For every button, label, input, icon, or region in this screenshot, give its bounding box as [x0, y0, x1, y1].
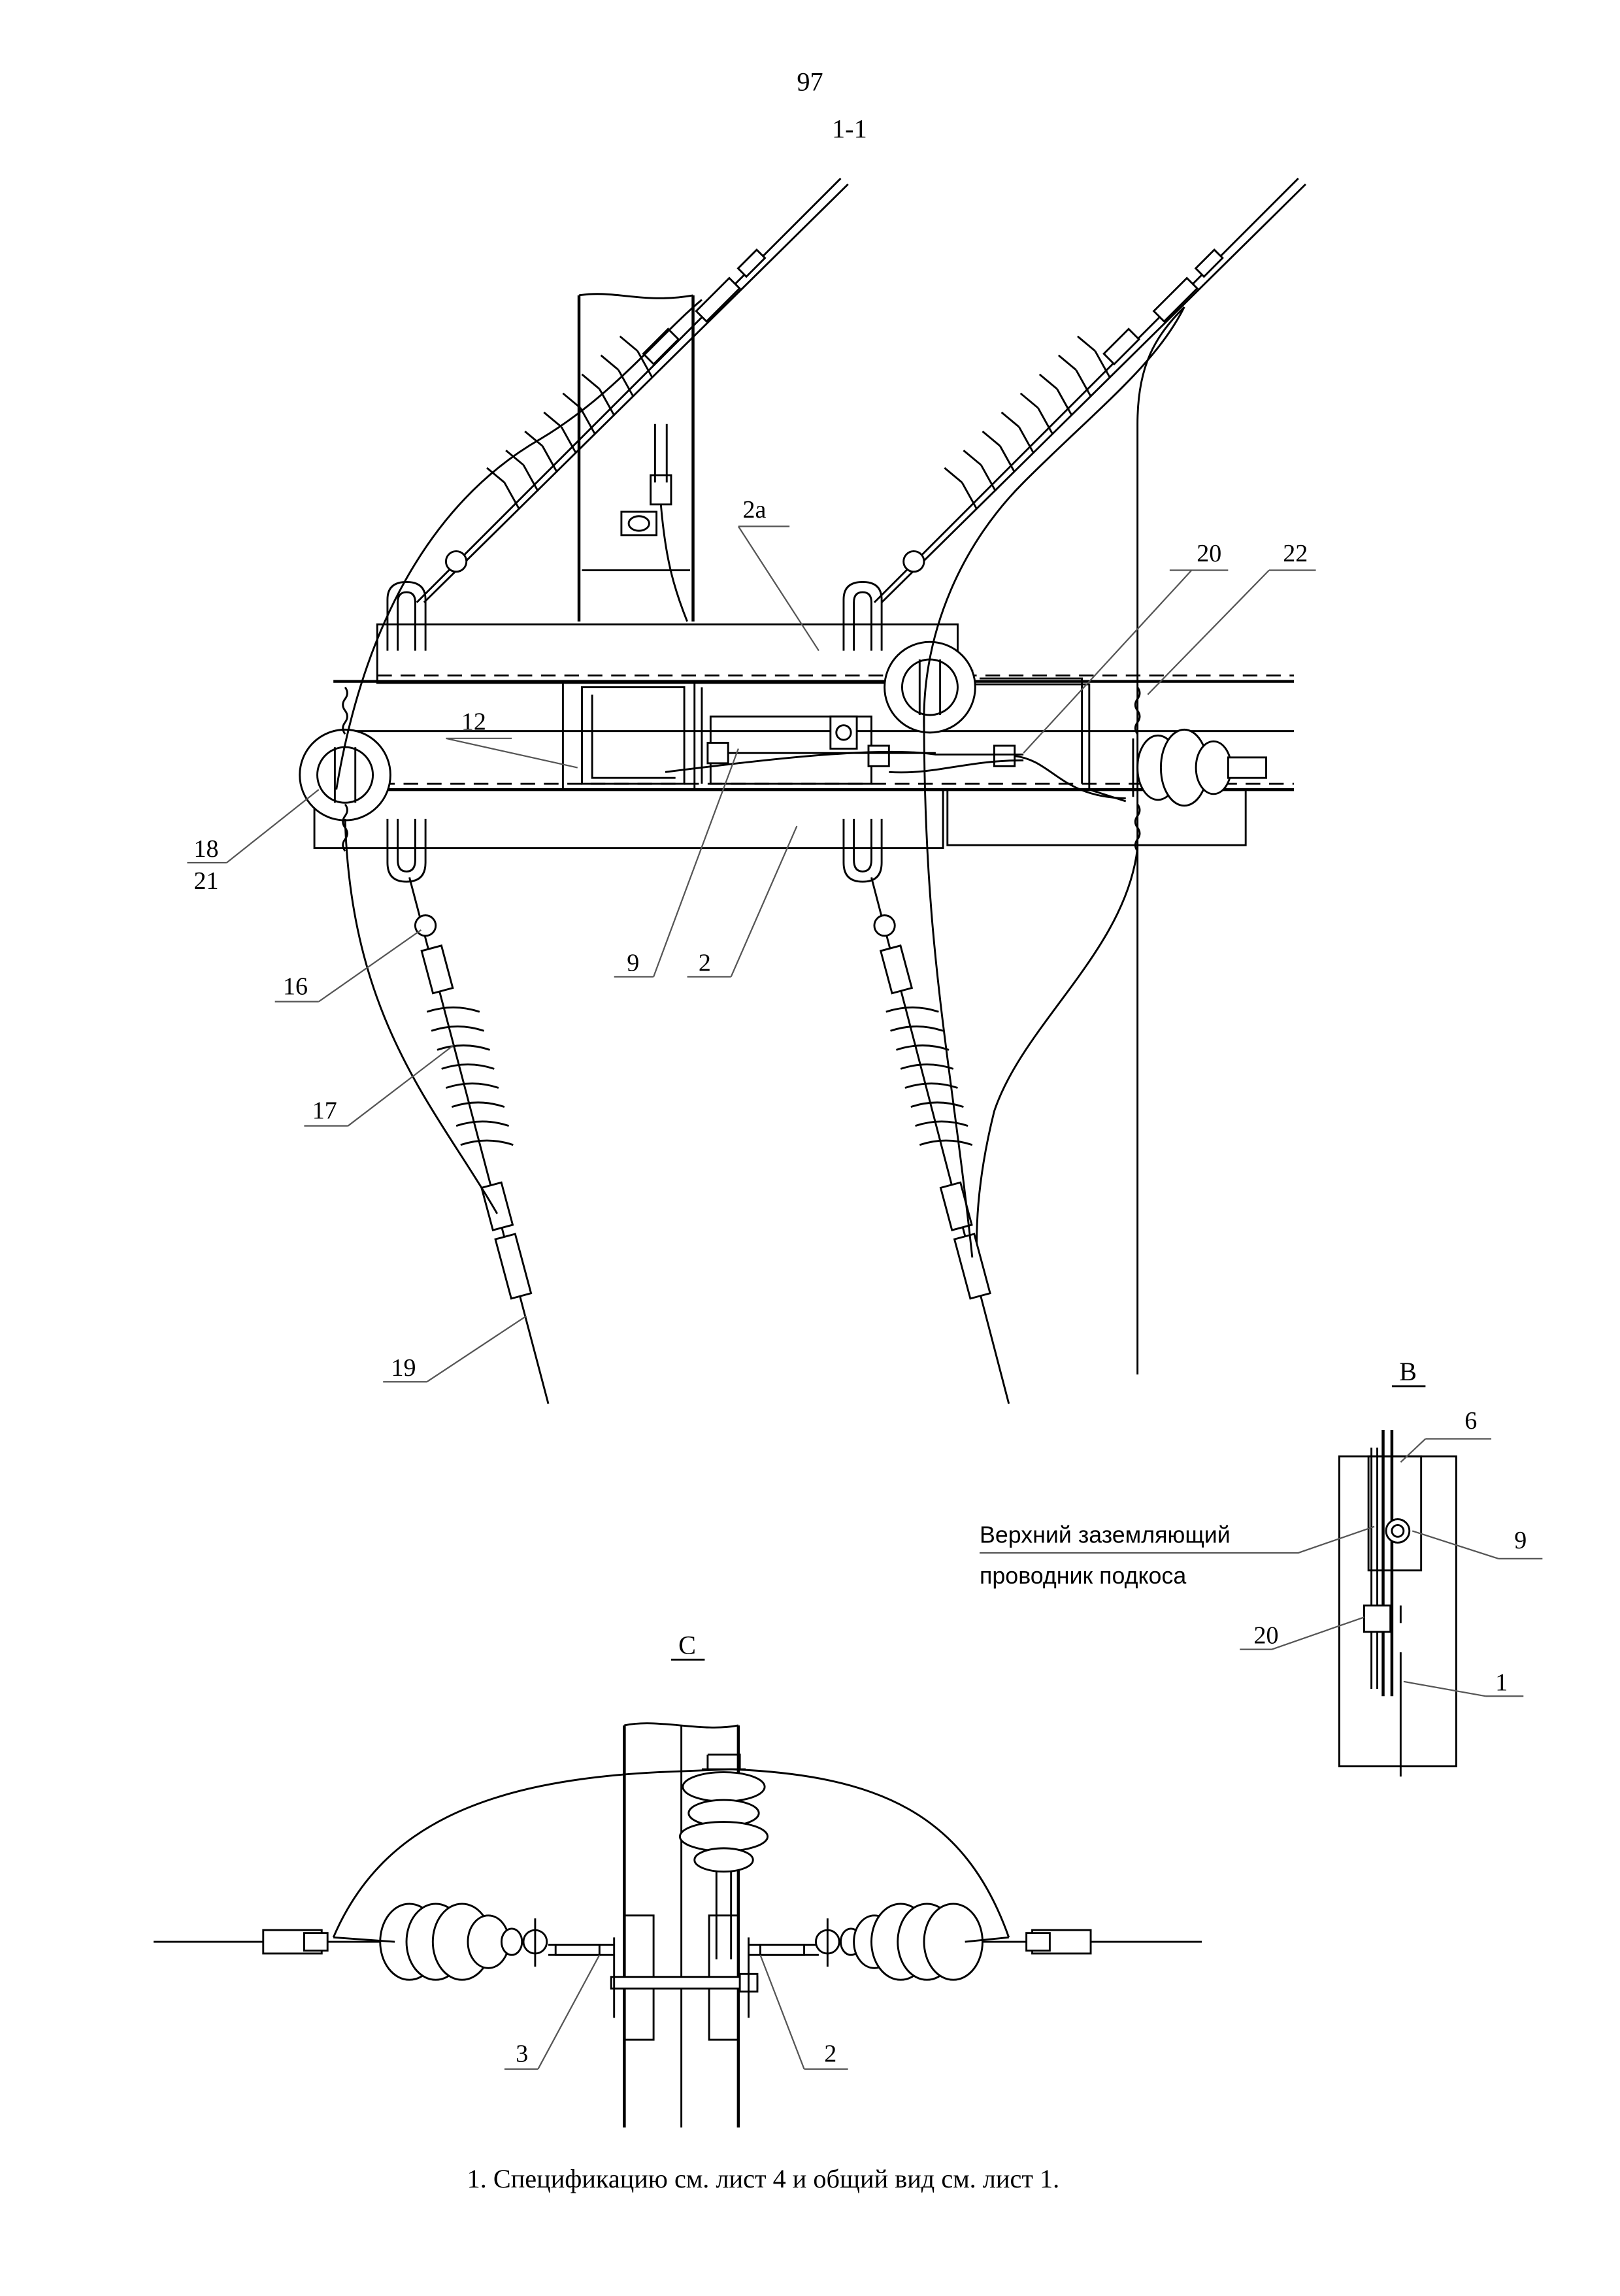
detail-b: В 6 9 20 1 Верхний заземляющий проводник… [980, 1357, 1543, 1777]
detail-c-right-string [814, 1903, 1202, 1981]
detail-c: С [153, 1630, 1202, 2128]
callout-19: 19 [391, 1354, 416, 1382]
detail-c-callout-3: 3 [516, 2040, 528, 2068]
upper-left-insulator-string [335, 177, 849, 790]
callout-9-top: 9 [627, 950, 639, 977]
center-clamp [561, 680, 1024, 791]
callout-2a: 2а [743, 496, 767, 524]
callout-12: 12 [461, 708, 486, 735]
detail-b-note-line1: Верхний заземляющий [980, 1522, 1231, 1548]
upper-right-insulator-string [873, 177, 1306, 1375]
callout-21: 21 [194, 867, 219, 895]
page-number: 97 [797, 67, 823, 97]
detail-b-note-line2: проводник подкоса [980, 1563, 1186, 1589]
callout-22: 22 [1283, 540, 1308, 567]
section-label: 1-1 [832, 114, 867, 143]
footnote: 1. Спецификацию см. лист 4 и общий вид с… [467, 2164, 1060, 2193]
detail-b-title: В [1399, 1357, 1417, 1386]
bracket-22 [971, 669, 1127, 803]
lower-right-insulator-string [870, 716, 1139, 1405]
u-bolts [386, 580, 883, 883]
wavy-conductor-right [1134, 686, 1141, 852]
main-view: 2а 20 22 12 18 21 9 2 16 17 19 [187, 177, 1316, 1405]
callout-2-top: 2 [699, 950, 711, 977]
conductor-arc [332, 1768, 1010, 1938]
right-post-insulator [1132, 728, 1267, 807]
callout-18: 18 [194, 835, 219, 863]
callout-17: 17 [312, 1097, 337, 1124]
detail-b-callout-1: 1 [1495, 1669, 1508, 1696]
callout-20-top: 20 [1197, 540, 1221, 567]
detail-b-callout-6: 6 [1464, 1407, 1477, 1435]
detail-c-title: С [678, 1630, 696, 1659]
upper-beam-2a [376, 623, 1295, 684]
lower-beam-2 [313, 788, 1247, 850]
post-insulator [678, 1754, 769, 1959]
lower-left-insulator-string [344, 818, 550, 1405]
wavy-conductor-left [342, 686, 348, 852]
pole [577, 293, 695, 622]
ring-clamps [299, 641, 976, 822]
callout-16: 16 [283, 973, 308, 1000]
detail-c-left-string [153, 1903, 548, 1981]
detail-b-callout-9: 9 [1514, 1527, 1527, 1554]
detail-c-callout-2: 2 [824, 2040, 836, 2068]
detail-b-callout-20: 20 [1254, 1622, 1279, 1650]
